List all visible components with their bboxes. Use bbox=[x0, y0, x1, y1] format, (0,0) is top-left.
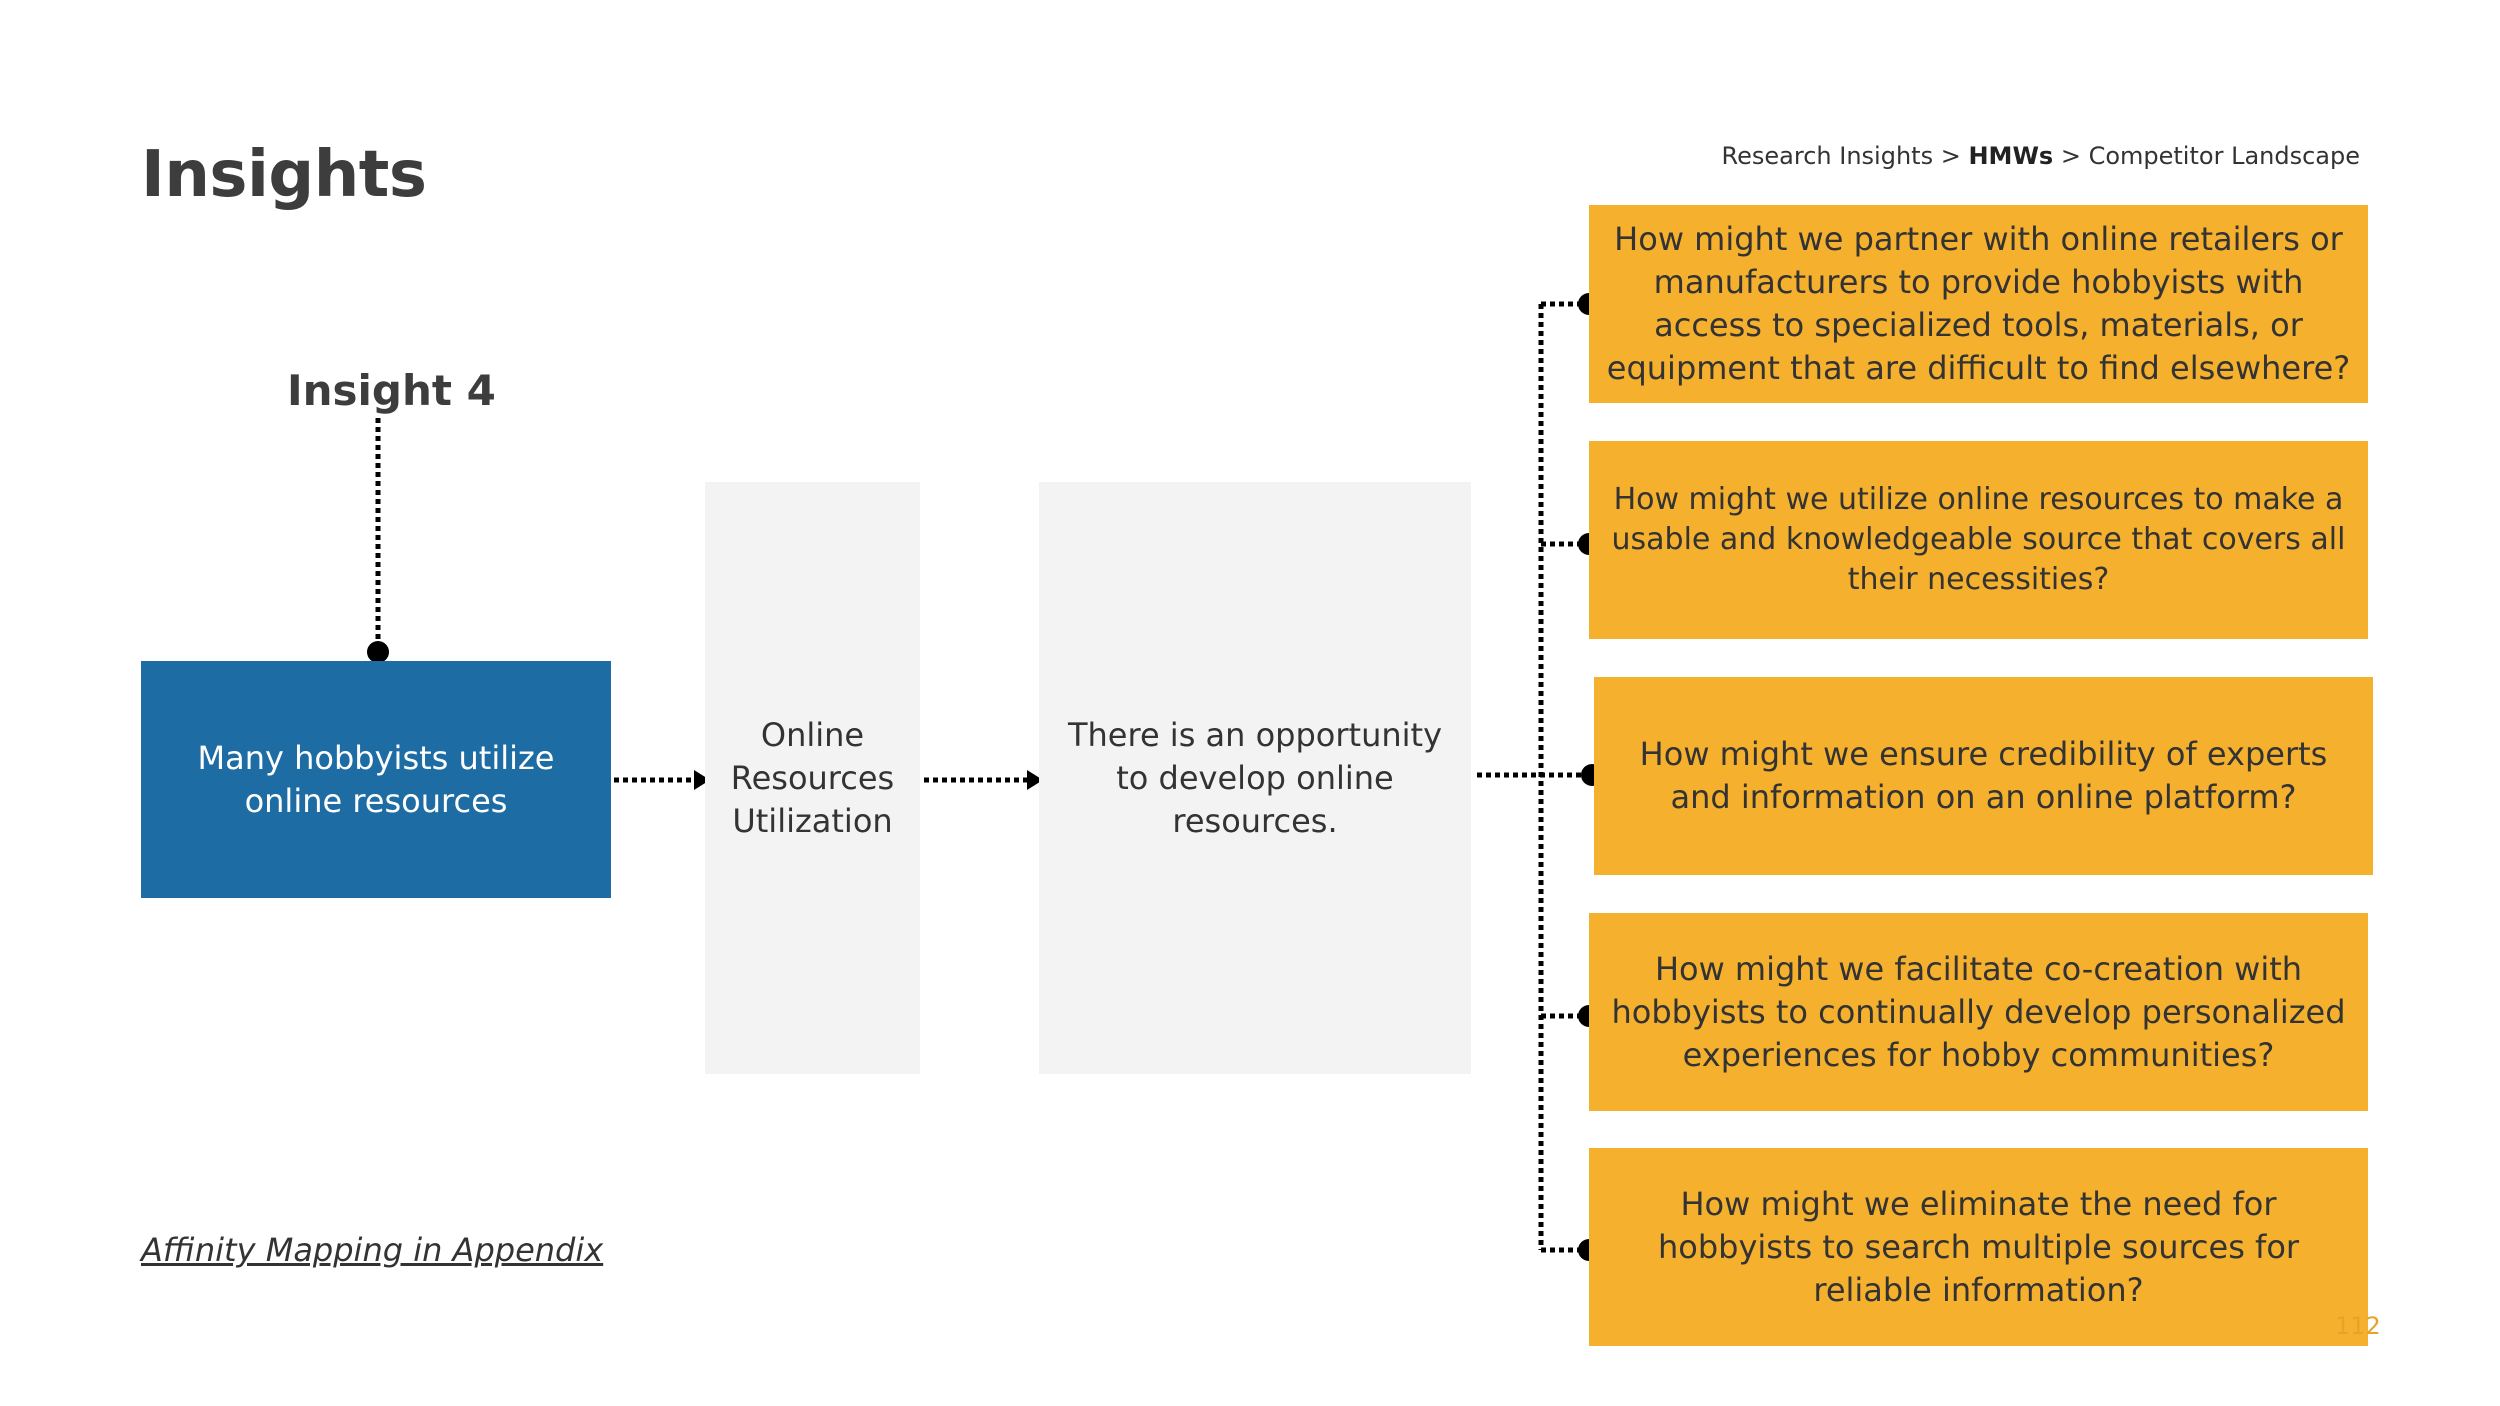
hmw-card: How might we partner with online retaile… bbox=[1589, 205, 2368, 403]
breadcrumb-separator: > bbox=[2053, 142, 2089, 170]
hmw-text: How might we eliminate the need for hobb… bbox=[1657, 1184, 2300, 1309]
breadcrumb-item-hmws[interactable]: HMWs bbox=[1968, 142, 2054, 170]
insight-statement-text: Many hobbyists utilize online resources bbox=[197, 738, 555, 820]
opportunity-text: There is an opportunity to develop onlin… bbox=[1067, 715, 1443, 840]
arrowhead bbox=[694, 770, 710, 790]
connector-dot bbox=[367, 641, 389, 663]
theme-box: Online Resources Utilization bbox=[705, 482, 920, 1074]
theme-text: Online Resources Utilization bbox=[730, 715, 895, 840]
appendix-link[interactable]: Affinity Mapping in Appendix bbox=[141, 1231, 604, 1269]
breadcrumb-item-research-insights[interactable]: Research Insights bbox=[1721, 142, 1934, 170]
hmw-card: How might we ensure credibility of exper… bbox=[1594, 677, 2373, 875]
hmw-text: How might we utilize online resources to… bbox=[1611, 482, 2346, 597]
insight-statement-box: Many hobbyists utilize online resources bbox=[141, 661, 611, 898]
opportunity-box: There is an opportunity to develop onlin… bbox=[1039, 482, 1471, 1074]
breadcrumb: Research Insights > HMWs > Competitor La… bbox=[1722, 142, 2360, 170]
breadcrumb-separator: > bbox=[1933, 142, 1969, 170]
page-title: Insights bbox=[141, 138, 427, 212]
hmw-text: How might we ensure credibility of exper… bbox=[1639, 735, 2328, 816]
page-number: 112 bbox=[2335, 1312, 2381, 1340]
arrowhead bbox=[1027, 770, 1043, 790]
insight-label: Insight 4 bbox=[287, 366, 496, 415]
hmw-text: How might we partner with online retaile… bbox=[1606, 220, 2351, 387]
hmw-card: How might we eliminate the need for hobb… bbox=[1589, 1148, 2368, 1346]
hmw-card: How might we facilitate co-creation with… bbox=[1589, 913, 2368, 1111]
breadcrumb-item-competitor-landscape[interactable]: Competitor Landscape bbox=[2088, 142, 2360, 170]
hmw-text: How might we facilitate co-creation with… bbox=[1611, 949, 2346, 1074]
hmw-card: How might we utilize online resources to… bbox=[1589, 441, 2368, 639]
